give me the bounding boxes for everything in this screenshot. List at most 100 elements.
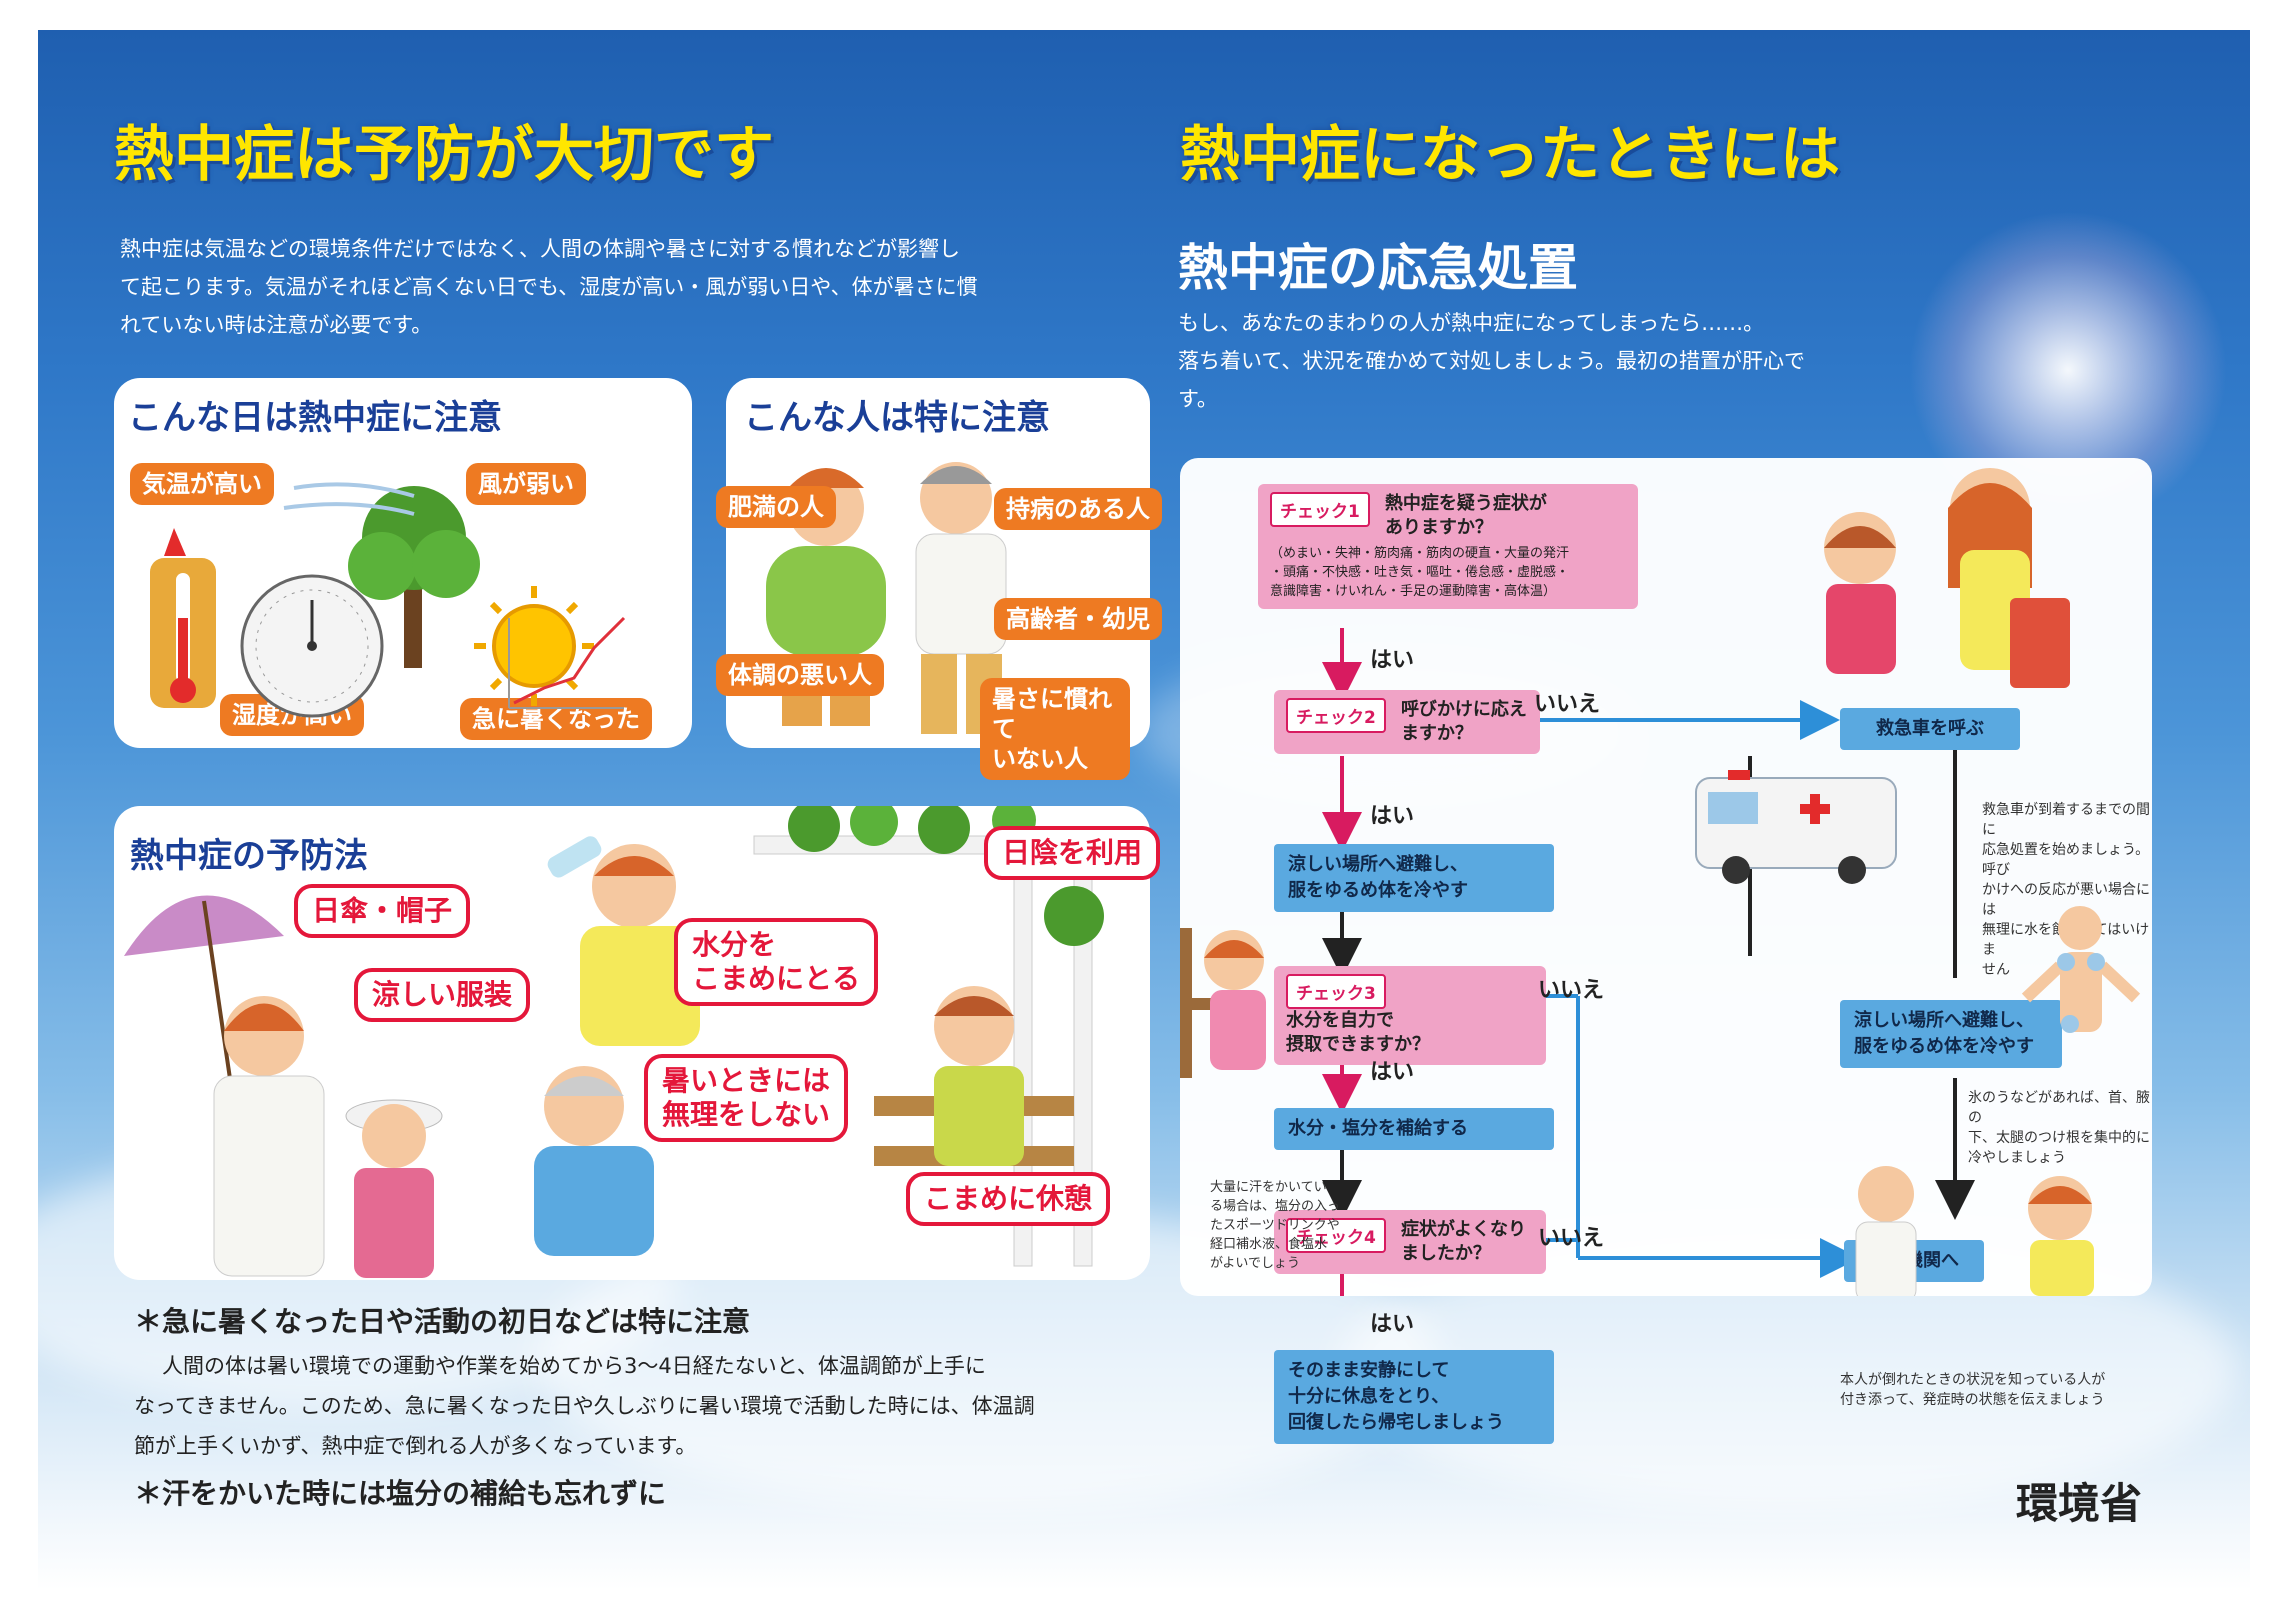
cooling-body-icon: [2021, 906, 2141, 1033]
note-line: なってきません。このため、急に暑くなった日や久しぶりに暑い環境で活動した時には、…: [134, 1394, 1035, 1418]
first-aid-flow-panel: チェック1 熱中症を疑う症状が ありますか？ （めまい・失神・筋肉痛・筋肉の硬直…: [1180, 458, 2152, 1296]
note-line: がよいでしょう: [1210, 1256, 1300, 1271]
sick-child-icon: [1824, 512, 1896, 674]
note-heading: ＊汗をかいた時には塩分の補給も忘れずに: [134, 1477, 667, 1510]
note-line: 氷のうなどがあれば、首、腋の: [1968, 1090, 2150, 1126]
check3-box: チェック3 水分を自力で 摂取できますか？: [1274, 966, 1546, 1065]
prevention-panel: 熱中症の予防法: [114, 806, 1161, 1280]
symptom-line: 意識障害・けいれん・手足の運動障害・高体温）: [1270, 584, 1557, 599]
child-with-hat-icon: [345, 1099, 443, 1278]
symptom-line: （めまい・失神・筋肉痛・筋肉の硬直・大量の発汗: [1270, 546, 1570, 561]
cool-down-action-2: 涼しい場所へ避難し、 服をゆるめ体を冷やす: [1840, 1000, 2062, 1068]
check2-question: 呼びかけに応え ますか？: [1401, 698, 1527, 746]
thermometer-icon: [150, 528, 216, 708]
hospital-note: 本人が倒れたときの状況を知っている人が 付き添って、発症時の状態を伝えましょう: [1840, 1370, 2140, 1410]
check2-box: チェック2 呼びかけに応え ますか？: [1274, 690, 1540, 754]
man-drinking-icon: [547, 836, 700, 1046]
question-line: ましたか？: [1400, 1243, 1491, 1264]
intro-line: もし、あなたのまわりの人が熱中症になってしまったら……。: [1178, 311, 1765, 335]
check1-symptoms: （めまい・失神・筋肉痛・筋肉の硬直・大量の発汗 ・頭痛・不快感・吐き気・嘔吐・倦…: [1270, 544, 1626, 601]
question-line: ありますか？: [1384, 517, 1493, 538]
note-line: 経口補水液、食塩水: [1210, 1237, 1328, 1252]
ambulance-icon: [1695, 770, 1897, 884]
action-line: 涼しい場所へ避難し、: [1854, 1010, 2034, 1031]
ambulance-note: 救急車が到着するまでの間に 応急処置を始めましょう。呼び かけへの反応が悪い場合…: [1982, 800, 2152, 980]
question-line: ますか？: [1400, 723, 1473, 744]
label-line: いない人: [992, 745, 1088, 773]
label-line: こまめにとる: [692, 962, 861, 995]
action-line: 涼しい場所へ避難し、: [1288, 854, 1468, 875]
note-line: 人間の体は暑い環境での運動や作業を始めてから3〜4日経たないと、体温調節が上手に: [162, 1354, 986, 1378]
elderly-resting-icon: [534, 1066, 654, 1256]
right-subtitle: 熱中症の応急処置: [1178, 239, 1578, 297]
check4-question: 症状がよくなり ましたか？: [1401, 1218, 1526, 1266]
question-line: 水分を自力で: [1286, 1010, 1394, 1031]
action-line: 回復したら帰宅しましょう: [1288, 1412, 1504, 1433]
fluid-salt-action: 水分・塩分を補給する: [1274, 1108, 1554, 1150]
check3-label: チェック3: [1286, 974, 1386, 1009]
label-line: 暑さに慣れて: [992, 685, 1112, 743]
yes-label: はい: [1370, 1312, 1415, 1337]
note-line: たスポーツドリンクや: [1210, 1218, 1340, 1233]
flow-illustrations: [1180, 468, 2141, 1296]
intro-line: 落ち着いて、状況を確かめて対処しましょう。最初の措置が肝心で: [1178, 349, 1806, 373]
action-line: 服をゆるめ体を冷やす: [1854, 1036, 2034, 1057]
symptom-line: ・頭痛・不快感・吐き気・嘔吐・倦怠感・虚脱感・: [1270, 565, 1570, 580]
mother-icon: [213, 996, 325, 1277]
label-use-shade: 日陰を利用: [984, 826, 1161, 880]
nurse-icon: [1855, 1166, 2094, 1296]
label-parasol-hat: 日傘・帽子: [294, 884, 471, 938]
question-line: 呼びかけに応え: [1400, 699, 1527, 720]
no-label: いいえ: [1538, 978, 1605, 1003]
intro-line: 熱中症は気温などの環境条件だけではなく、人間の体調や暑さに対する慣れなどが影響し: [120, 237, 960, 261]
note-line: かけへの反応が悪い場合には: [1982, 882, 2150, 918]
label-poor-condition: 体調の悪い人: [716, 654, 884, 696]
check4-label: チェック4: [1286, 1218, 1386, 1253]
hot-days-panel: こんな日は熱中症に注意 気温が高い 風が弱い 湿度が高い 急に暑くなった: [114, 378, 692, 748]
yes-label: はい: [1370, 1060, 1415, 1085]
at-risk-people-panel: こんな人は特に注意 肥満の人 持病のある人 高齢者・幼児 体調の悪い人 暑さに慣…: [716, 378, 1162, 780]
girl-drinking-icon: [1180, 928, 1266, 1078]
hygrometer-icon: [240, 574, 384, 718]
label-hydrate: 水分を こまめにとる: [674, 918, 879, 1006]
note-line: 下、太腿のつけ根を集中的に: [1968, 1130, 2150, 1146]
sweat-note: 大量に汗をかいてい る場合は、塩分の入っ たスポーツドリンクや 経口補水液、食塩…: [1210, 1178, 1354, 1273]
check3-question: 水分を自力で 摂取できますか？: [1286, 1009, 1430, 1057]
panel-title: こんな人は特に注意: [744, 398, 1050, 438]
question-line: 熱中症を疑う症状が: [1384, 493, 1547, 514]
no-label: いいえ: [1538, 1226, 1605, 1251]
note-line: る場合は、塩分の入っ: [1210, 1199, 1341, 1214]
label-chronic-illness: 持病のある人: [994, 488, 1162, 530]
note-line: 救急車が到着するまでの間に: [1982, 802, 2150, 838]
left-title: 熱中症は予防が大切です: [114, 121, 774, 188]
note-line: 本人が倒れたときの状況を知っている人が: [1840, 1372, 2106, 1388]
label-elderly-children: 高齢者・幼児: [994, 598, 1162, 640]
action-line: 服をゆるめ体を冷やす: [1288, 880, 1468, 901]
rest-at-home-action: そのまま安静にして 十分に休息をとり、 回復したら帰宅しましょう: [1274, 1350, 1554, 1444]
label-line: 水分を: [692, 928, 777, 961]
label-line: 無理をしない: [662, 1098, 831, 1131]
check1-box: チェック1 熱中症を疑う症状が ありますか？ （めまい・失神・筋肉痛・筋肉の硬直…: [1258, 484, 1638, 609]
publisher-name: 環境省: [2016, 1479, 2143, 1528]
prevention-illustration: [124, 806, 1135, 1278]
check1-question: 熱中症を疑う症状が ありますか？: [1385, 492, 1547, 540]
parasol-icon: [124, 895, 284, 1107]
action-line: そのまま安静にして: [1288, 1360, 1450, 1381]
left-intro: 熱中症は気温などの環境条件だけではなく、人間の体調や暑さに対する慣れなどが影響し…: [120, 230, 1160, 344]
note-body: 人間の体は暑い環境での運動や作業を始めてから3〜4日経たないと、体温調節が上手に…: [134, 1346, 1174, 1466]
label-cool-clothes: 涼しい服装: [354, 968, 531, 1022]
call-ambulance-action: 救急車を呼ぶ: [1840, 708, 2020, 750]
note-line: 大量に汗をかいてい: [1210, 1180, 1327, 1195]
note-line: 応急処置を始めましょう。呼び: [1982, 842, 2150, 878]
ice-note: 氷のうなどがあれば、首、腋の 下、太腿のつけ根を集中的に 冷やしましょう: [1968, 1088, 2152, 1168]
question-line: 摂取できますか？: [1286, 1034, 1430, 1055]
intro-line: す。: [1178, 387, 1218, 411]
yes-label: はい: [1370, 804, 1415, 829]
check2-label: チェック2: [1286, 698, 1386, 733]
check4-box: チェック4 症状がよくなり ましたか？: [1274, 1210, 1546, 1274]
label-take-breaks: こまめに休憩: [906, 1172, 1111, 1226]
sun-icon: [474, 586, 594, 706]
note-line: せん: [1982, 962, 2010, 978]
label-high-temp: 気温が高い: [130, 463, 274, 505]
right-title: 熱中症になったときには: [1180, 121, 1840, 188]
